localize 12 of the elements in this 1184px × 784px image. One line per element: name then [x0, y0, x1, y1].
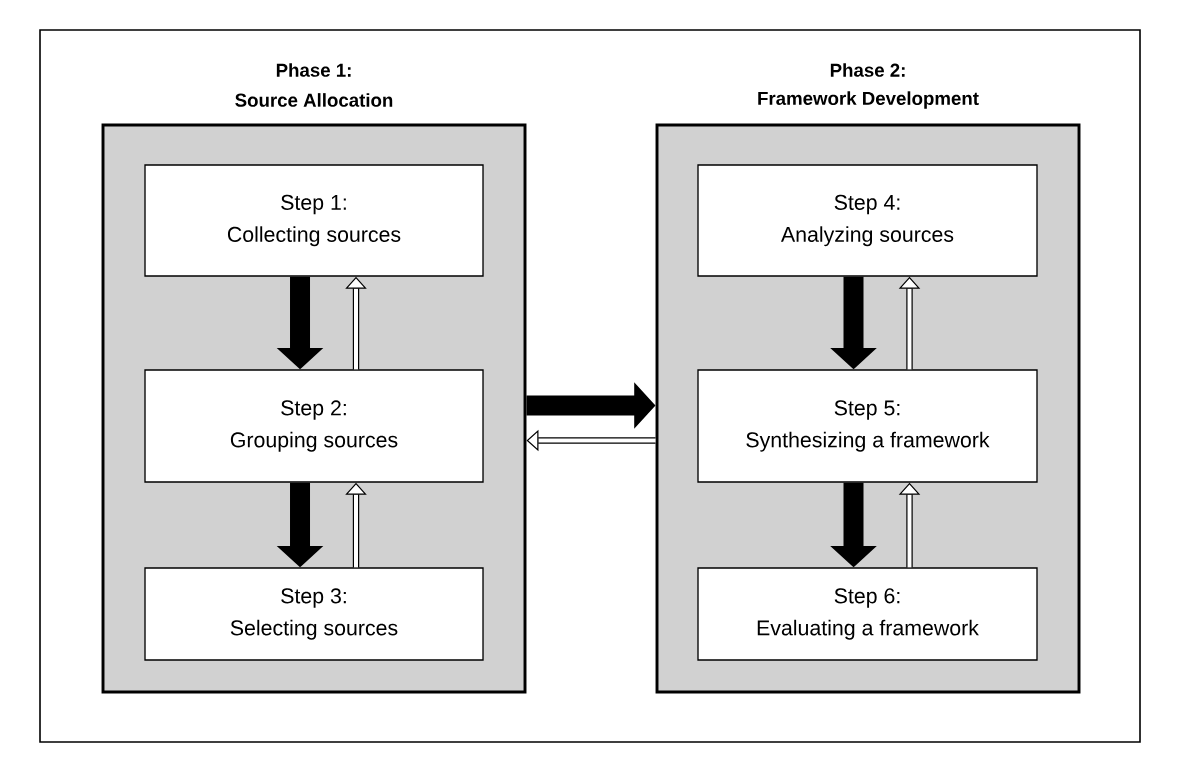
- step-box: Step 2: Grouping sources: [144, 369, 484, 483]
- node-label: Framework Development: [758, 91, 979, 109]
- step-box: Step 1: Collecting sources: [144, 164, 484, 277]
- node-label: Phase 2:: [830, 63, 905, 77]
- arrow: [345, 482, 367, 568]
- step-box: Step 5: Synthesizing a framework: [697, 369, 1038, 483]
- step-box: Step 6: Evaluating a framework: [697, 567, 1038, 661]
- node-label: Source Allocation: [235, 93, 393, 107]
- step-box: Step 4: Analyzing sources: [697, 164, 1038, 277]
- node-label: Phase 1:: [276, 63, 351, 77]
- arrow: [345, 276, 367, 370]
- step-box: Step 3: Selecting sources: [144, 567, 484, 661]
